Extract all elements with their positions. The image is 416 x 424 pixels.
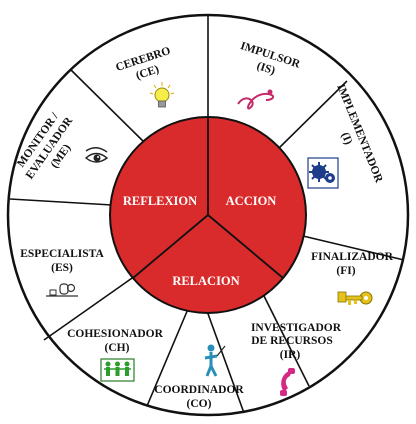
center-divider-left (132, 214, 209, 279)
role-code: (IS) (255, 60, 276, 77)
eye-icon (84, 147, 109, 163)
center-dividers (132, 117, 284, 279)
center-label-accion: ACCION (226, 194, 277, 208)
divider-upper-left (69, 68, 146, 144)
role-code: (FI) (336, 265, 355, 277)
divider-lower-left (43, 275, 136, 341)
center-divider-right (207, 214, 284, 279)
role-name: FINALIZADOR (311, 251, 393, 263)
role-investigador: INVESTIGADOR DE RECURSOS (IR) (251, 322, 342, 361)
role-code: (CO) (187, 398, 212, 410)
divider-lower-right (262, 293, 310, 387)
role-code: (I) (339, 131, 355, 147)
role-name: COORDINADOR (154, 384, 244, 396)
role-name-line1: INVESTIGADOR (251, 322, 342, 334)
role-code: (IR) (280, 349, 301, 361)
gears-icon (307, 157, 339, 189)
role-code: (CH) (105, 342, 130, 354)
divider-left (9, 198, 113, 206)
sector-dividers (9, 15, 405, 414)
divider-upper-right (276, 80, 348, 151)
key-icon (337, 291, 373, 305)
swirl-icon (237, 89, 274, 110)
role-name: COHESIONADOR (67, 328, 164, 340)
role-finalizador: FINALIZADOR (FI) (311, 251, 393, 277)
center-label-reflexion: REFLEXION (123, 194, 197, 208)
microscope-icon (46, 283, 78, 297)
role-cohesionador: COHESIONADOR (CH) (67, 328, 164, 354)
role-coordinador: COORDINADOR (CO) (154, 384, 244, 410)
divider-right (302, 235, 405, 261)
role-name: ESPECIALISTA (20, 248, 104, 260)
conductor-icon (204, 344, 226, 377)
divider-bottom-right (206, 310, 245, 414)
center-label-relacion: RELACION (172, 274, 239, 288)
phone-icon (280, 368, 295, 396)
people-icon (100, 358, 135, 382)
role-code: (ES) (51, 262, 73, 274)
role-especialista: ESPECIALISTA (ES) (20, 248, 104, 274)
role-name-line2: DE RECURSOS (251, 335, 332, 347)
lightbulb-icon (149, 82, 175, 108)
divider-bottom-left (146, 308, 189, 407)
